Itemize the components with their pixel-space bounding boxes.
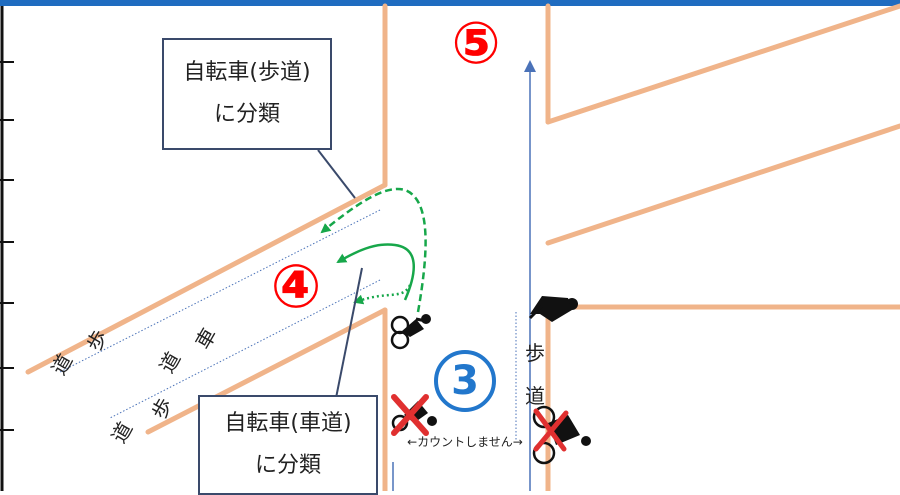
lane-lines [59,209,517,440]
green-arrow-dotted [353,284,412,305]
pedestrian-icon [528,296,578,322]
marker-3: 3 [434,350,496,412]
green-arrow-dashed [320,187,427,313]
no-count-label: ←カウントしません→ [407,435,523,449]
road-edge-diagonal-lower [145,307,388,435]
crossed-cyclist-icon-left [391,394,437,436]
cyclist-icon [390,314,431,350]
road-edge-diagonal-top-right [545,3,900,125]
label-sidewalk-right-2: 道 [525,384,545,408]
callout-road-line1: 自転車(車道) [224,411,352,437]
marker-5: ⑤ [451,9,501,77]
callout-road-pointer [335,267,363,399]
top-bar [0,0,900,6]
lane-line-lower [109,279,381,419]
label-sidewalk-right-1: 歩 [525,341,545,365]
label-sidewalk-left-b-2: 道 [107,418,138,447]
crossed-cyclist-icon-right [532,405,591,465]
callout-sidewalk-pointer [317,149,356,199]
road-edge-diagonal-mid-right [545,123,900,246]
label-roadway-1: 車 [191,324,222,353]
label-roadway-2: 道 [155,348,186,377]
label-sidewalk-left-a-2: 道 [47,350,78,379]
callout-sidewalk-line1: 自転車(歩道) [183,60,311,86]
label-sidewalk-right: 歩 道 [525,341,545,408]
road-edge-diagonal-upper [25,182,388,375]
green-arrow-solid [336,243,415,301]
callout-road-line2: に分類 [254,453,321,478]
label-sidewalk-left-a: 歩 道 [47,326,113,379]
lane-line-upper [59,209,381,373]
marker-4: ④ [270,252,322,322]
callout-road: 自転車(車道) に分類 [198,395,378,495]
road-edges [25,3,900,494]
left-edge-ticks [0,61,14,431]
label-roadway: 車 道 [155,324,222,377]
callout-sidewalk-line2: に分類 [213,102,280,127]
callout-sidewalk: 自転車(歩道) に分類 [162,38,332,150]
